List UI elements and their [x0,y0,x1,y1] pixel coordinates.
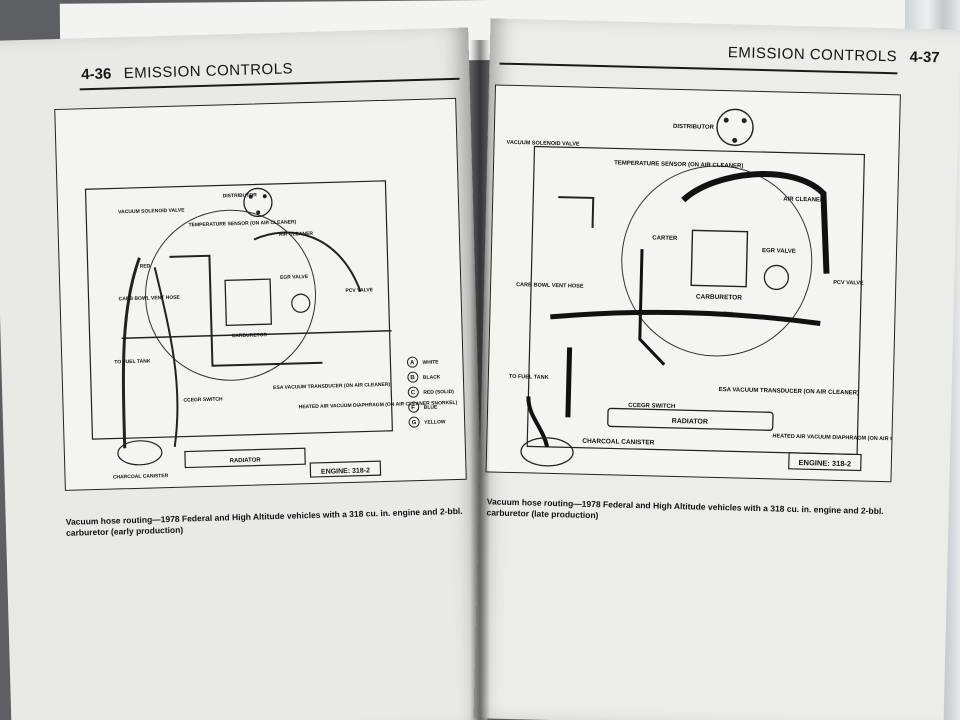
left-air-cleaner-outline [145,209,317,381]
right-hose-4 [526,396,550,448]
left-esa-label: ESA VACUUM TRANSDUCER (ON AIR CLEANER) [273,382,390,391]
left-distributor-icon [243,187,273,218]
left-diagram: RADIATOR CHARCOAL CANISTER ENGINE: 318-2… [84,180,458,481]
left-red-label: RED [140,263,151,269]
right-diagram: RADIATOR CHARCOAL CANISTER ENGINE: 318-2… [507,108,947,472]
right-page-number: 4-37 [909,48,940,67]
right-esa-label: ESA VACUUM TRANSDUCER (ON AIR CLEANER) [719,387,860,396]
book-gutter [470,40,490,720]
left-hose-1 [121,257,141,449]
right-ccegr-label: CCEGR SWITCH [628,403,675,410]
svg-text:RED (SOLID): RED (SOLID) [423,389,454,396]
right-temp-sensor-label: TEMPERATURE SENSOR (ON AIR CLEANER) [614,160,743,169]
right-page: EMISSION CONTROLS 4-37 [473,18,960,720]
right-engine-frame [526,145,866,456]
right-holley-label: HOLLEY [705,311,732,319]
left-radiator-box [184,447,306,469]
right-page-header: EMISSION CONTROLS 4-37 [728,44,940,67]
right-egr-label: EGR VALVE [762,248,796,255]
left-bowl-vent-label: CARB BOWL VENT HOSE [119,295,181,303]
right-air-cleaner-outline [621,165,813,357]
left-page: 4-36 EMISSION CONTROLS [0,27,488,720]
right-air-cleaner-label: AIR CLEANER [783,197,825,204]
left-air-cleaner-label: AIR CLEANER [279,231,314,238]
left-engine-frame [84,180,393,440]
left-caption: Vacuum hose routing—1978 Federal and Hig… [65,505,463,538]
left-section-title: EMISSION CONTROLS [123,60,294,83]
left-temp-sensor-label: TEMPERATURE SENSOR (ON AIR CLEANER) [188,219,296,228]
svg-text:YELLOW: YELLOW [424,419,446,426]
left-hose-3 [169,254,323,367]
left-hose-4 [253,231,362,292]
right-pcv-label: PCV VALVE [833,280,864,287]
right-radiator-box [607,407,774,431]
svg-text:C: C [411,390,416,396]
left-page-number: 4-36 [81,65,112,84]
right-solenoid-label: VACUUM SOLENOID VALVE [507,140,580,148]
right-caption: Vacuum hose routing—1978 Federal and Hig… [486,496,884,521]
right-hose-1 [681,171,830,274]
left-radiator-label: RADIATOR [230,457,262,464]
right-hose-2 [550,309,821,326]
right-bowl-vent-label: CARB BOWL VENT HOSE [516,282,584,290]
right-distributor-icon [716,108,754,147]
right-hose-3 [565,347,573,418]
left-legend: A WHITE B BLACK C RED (SOLID) F BLUE G YELLOW [406,356,454,428]
right-hose-5 [638,249,666,366]
left-solenoid-label: VACUUM SOLENOID VALVE [118,207,185,215]
right-egr-valve-icon [763,264,790,291]
right-canister-icon [520,437,574,467]
left-fuel-tank-label: TO FUEL TANK [114,358,151,365]
svg-text:F: F [411,405,415,411]
right-canister-label: CHARCOAL CANISTER [582,438,655,447]
left-ccegr-label: CCEGR SWITCH [183,396,223,403]
svg-text:A: A [410,360,415,366]
left-egr-label: EGR VALVE [280,274,309,281]
svg-text:BLUE: BLUE [424,404,438,410]
left-engine-label: ENGINE: 318-2 [321,467,370,475]
left-heated-air-label: HEATED AIR VACUUM DIAPHRAGM (ON AIR CLEA… [299,400,458,410]
right-figure: RADIATOR CHARCOAL CANISTER ENGINE: 318-2… [485,84,947,483]
left-pcv-label: PCV VALVE [345,287,373,294]
left-figure: RADIATOR CHARCOAL CANISTER ENGINE: 318-2… [54,97,467,491]
left-carburetor-icon [224,278,273,327]
right-carter-label: CARTER [652,235,678,242]
left-hose-5 [121,329,392,340]
svg-text:B: B [410,375,415,381]
left-hose-2 [153,267,179,447]
svg-text:WHITE: WHITE [422,359,439,365]
left-engine-box [309,460,382,478]
right-hose-6 [558,196,595,228]
left-canister-icon [117,440,163,466]
left-egr-valve-icon [291,293,311,313]
right-engine-box [788,452,862,472]
right-radiator-label: RADIATOR [672,418,708,426]
right-carburetor-icon [690,229,749,288]
right-section-title: EMISSION CONTROLS [727,44,898,66]
left-distributor-label: DISTRIBUTOR [223,192,258,199]
right-distributor-label: DISTRIBUTOR [673,124,715,131]
right-engine-label: ENGINE: 318-2 [798,458,851,468]
svg-text:G: G [412,420,417,426]
left-page-header: 4-36 EMISSION CONTROLS [81,60,293,84]
right-fuel-tank-label: TO FUEL TANK [509,374,549,381]
right-carb-label: CARBURETOR [696,293,743,301]
svg-text:BLACK: BLACK [423,374,441,380]
left-carb-label: CARBURETOR [232,332,268,339]
right-heated-air-label: HEATED AIR VACUUM DIAPHRAGM (ON AIR CLEA… [772,433,899,443]
left-canister-label: CHARCOAL CANISTER [113,473,169,481]
